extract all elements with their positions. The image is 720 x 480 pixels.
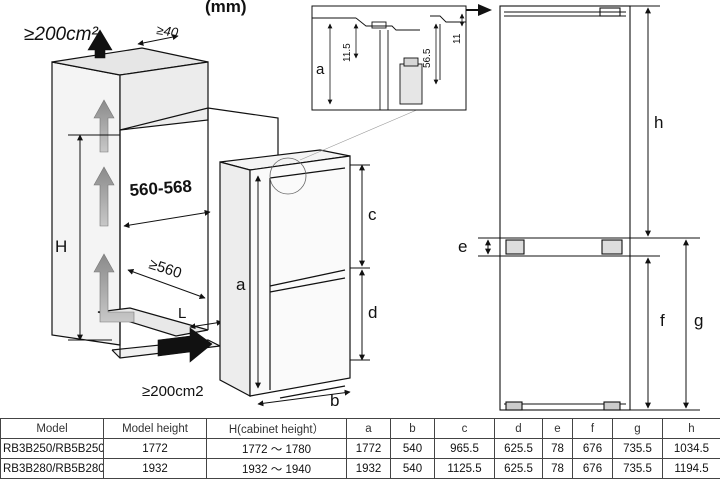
fridge-3d [219, 99, 441, 399]
label-b: b [330, 391, 339, 410]
table-cell: 676 [572, 438, 613, 459]
label-c: c [368, 205, 377, 224]
label-d: d [368, 303, 377, 322]
table-cell: 78 [542, 458, 573, 479]
label-a: a [236, 275, 246, 294]
detail-inset: a 11.5 56.5 11 [311, 5, 467, 111]
table-cell: 1194.5 [662, 458, 720, 479]
table-header-cell: h [662, 418, 720, 439]
table-cell: 735.5 [612, 458, 663, 479]
table-cell: RB3B280/RB5B280 [0, 458, 104, 479]
table-header-cell: f [572, 418, 613, 439]
table-cell: 1932 [103, 458, 207, 479]
dim-width [123, 209, 211, 229]
table-cell: 1932 [346, 458, 391, 479]
table-cell: 540 [390, 458, 435, 479]
label-h: h [654, 113, 663, 132]
table-cell: 1772 [346, 438, 391, 459]
table-cell: 1932 ～ 1940 [206, 458, 347, 479]
label-f: f [660, 311, 665, 330]
table-header-cell: c [434, 418, 495, 439]
dim-b [257, 389, 351, 407]
table-cell: 78 [542, 438, 573, 459]
detail-label-a: a [316, 61, 325, 78]
label-width-range: 560-568 [129, 177, 193, 200]
label-vent-bottom: ≥200cm2 [142, 383, 204, 400]
table-cell: RB3B250/RB5B250 [0, 438, 104, 459]
detail-label-11: 11 [452, 33, 463, 44]
fridge-front-view [499, 5, 631, 411]
table-header-cell: a [346, 418, 391, 439]
table-header-cell: b [390, 418, 435, 439]
label-vent-top: ≥200cm² [24, 24, 98, 45]
table-cell: 540 [390, 438, 435, 459]
table-cell: 676 [572, 458, 613, 479]
table-cell: 1772 ～ 1780 [206, 438, 347, 459]
label-g: g [694, 311, 703, 330]
table-header-cell: Model [0, 418, 104, 439]
table-cell: 625.5 [494, 438, 543, 459]
table-header-cell: d [494, 418, 543, 439]
label-e: e [458, 237, 467, 256]
detail-label-115: 11.5 [342, 43, 353, 62]
table-header-cell: Model height [103, 418, 207, 439]
dim-gap-top [137, 34, 179, 46]
table-cell: 735.5 [612, 438, 663, 459]
detail-label-565: 56.5 [422, 48, 433, 68]
vent-bottom-arrow-icon [157, 327, 213, 363]
vent-top-arrow-icon [87, 29, 113, 59]
table-cell: 1034.5 [662, 438, 720, 459]
detail-pointer-icon [478, 4, 492, 16]
label-depth-min: ≥560 [147, 256, 184, 282]
label-L: L [178, 305, 186, 322]
table-cell: 625.5 [494, 458, 543, 479]
installation-diagram: (mm) H 560-568 ≥560 L ≥200cm² ≥40 ≥2 [24, 0, 703, 411]
label-H: H [55, 237, 67, 256]
airflow-arrows [87, 29, 213, 363]
table-cell: 1772 [103, 438, 207, 459]
table-header-cell: H(cabinet height） [206, 418, 347, 439]
table-cell: 965.5 [434, 438, 495, 459]
unit-label: (mm) [205, 0, 247, 16]
dim-L [189, 319, 223, 330]
table-cell: 1125.5 [434, 458, 495, 479]
table-header-cell: e [542, 418, 573, 439]
label-gap-top: ≥40 [156, 22, 180, 40]
dim-depth [127, 269, 206, 299]
table-header-cell: g [612, 418, 663, 439]
